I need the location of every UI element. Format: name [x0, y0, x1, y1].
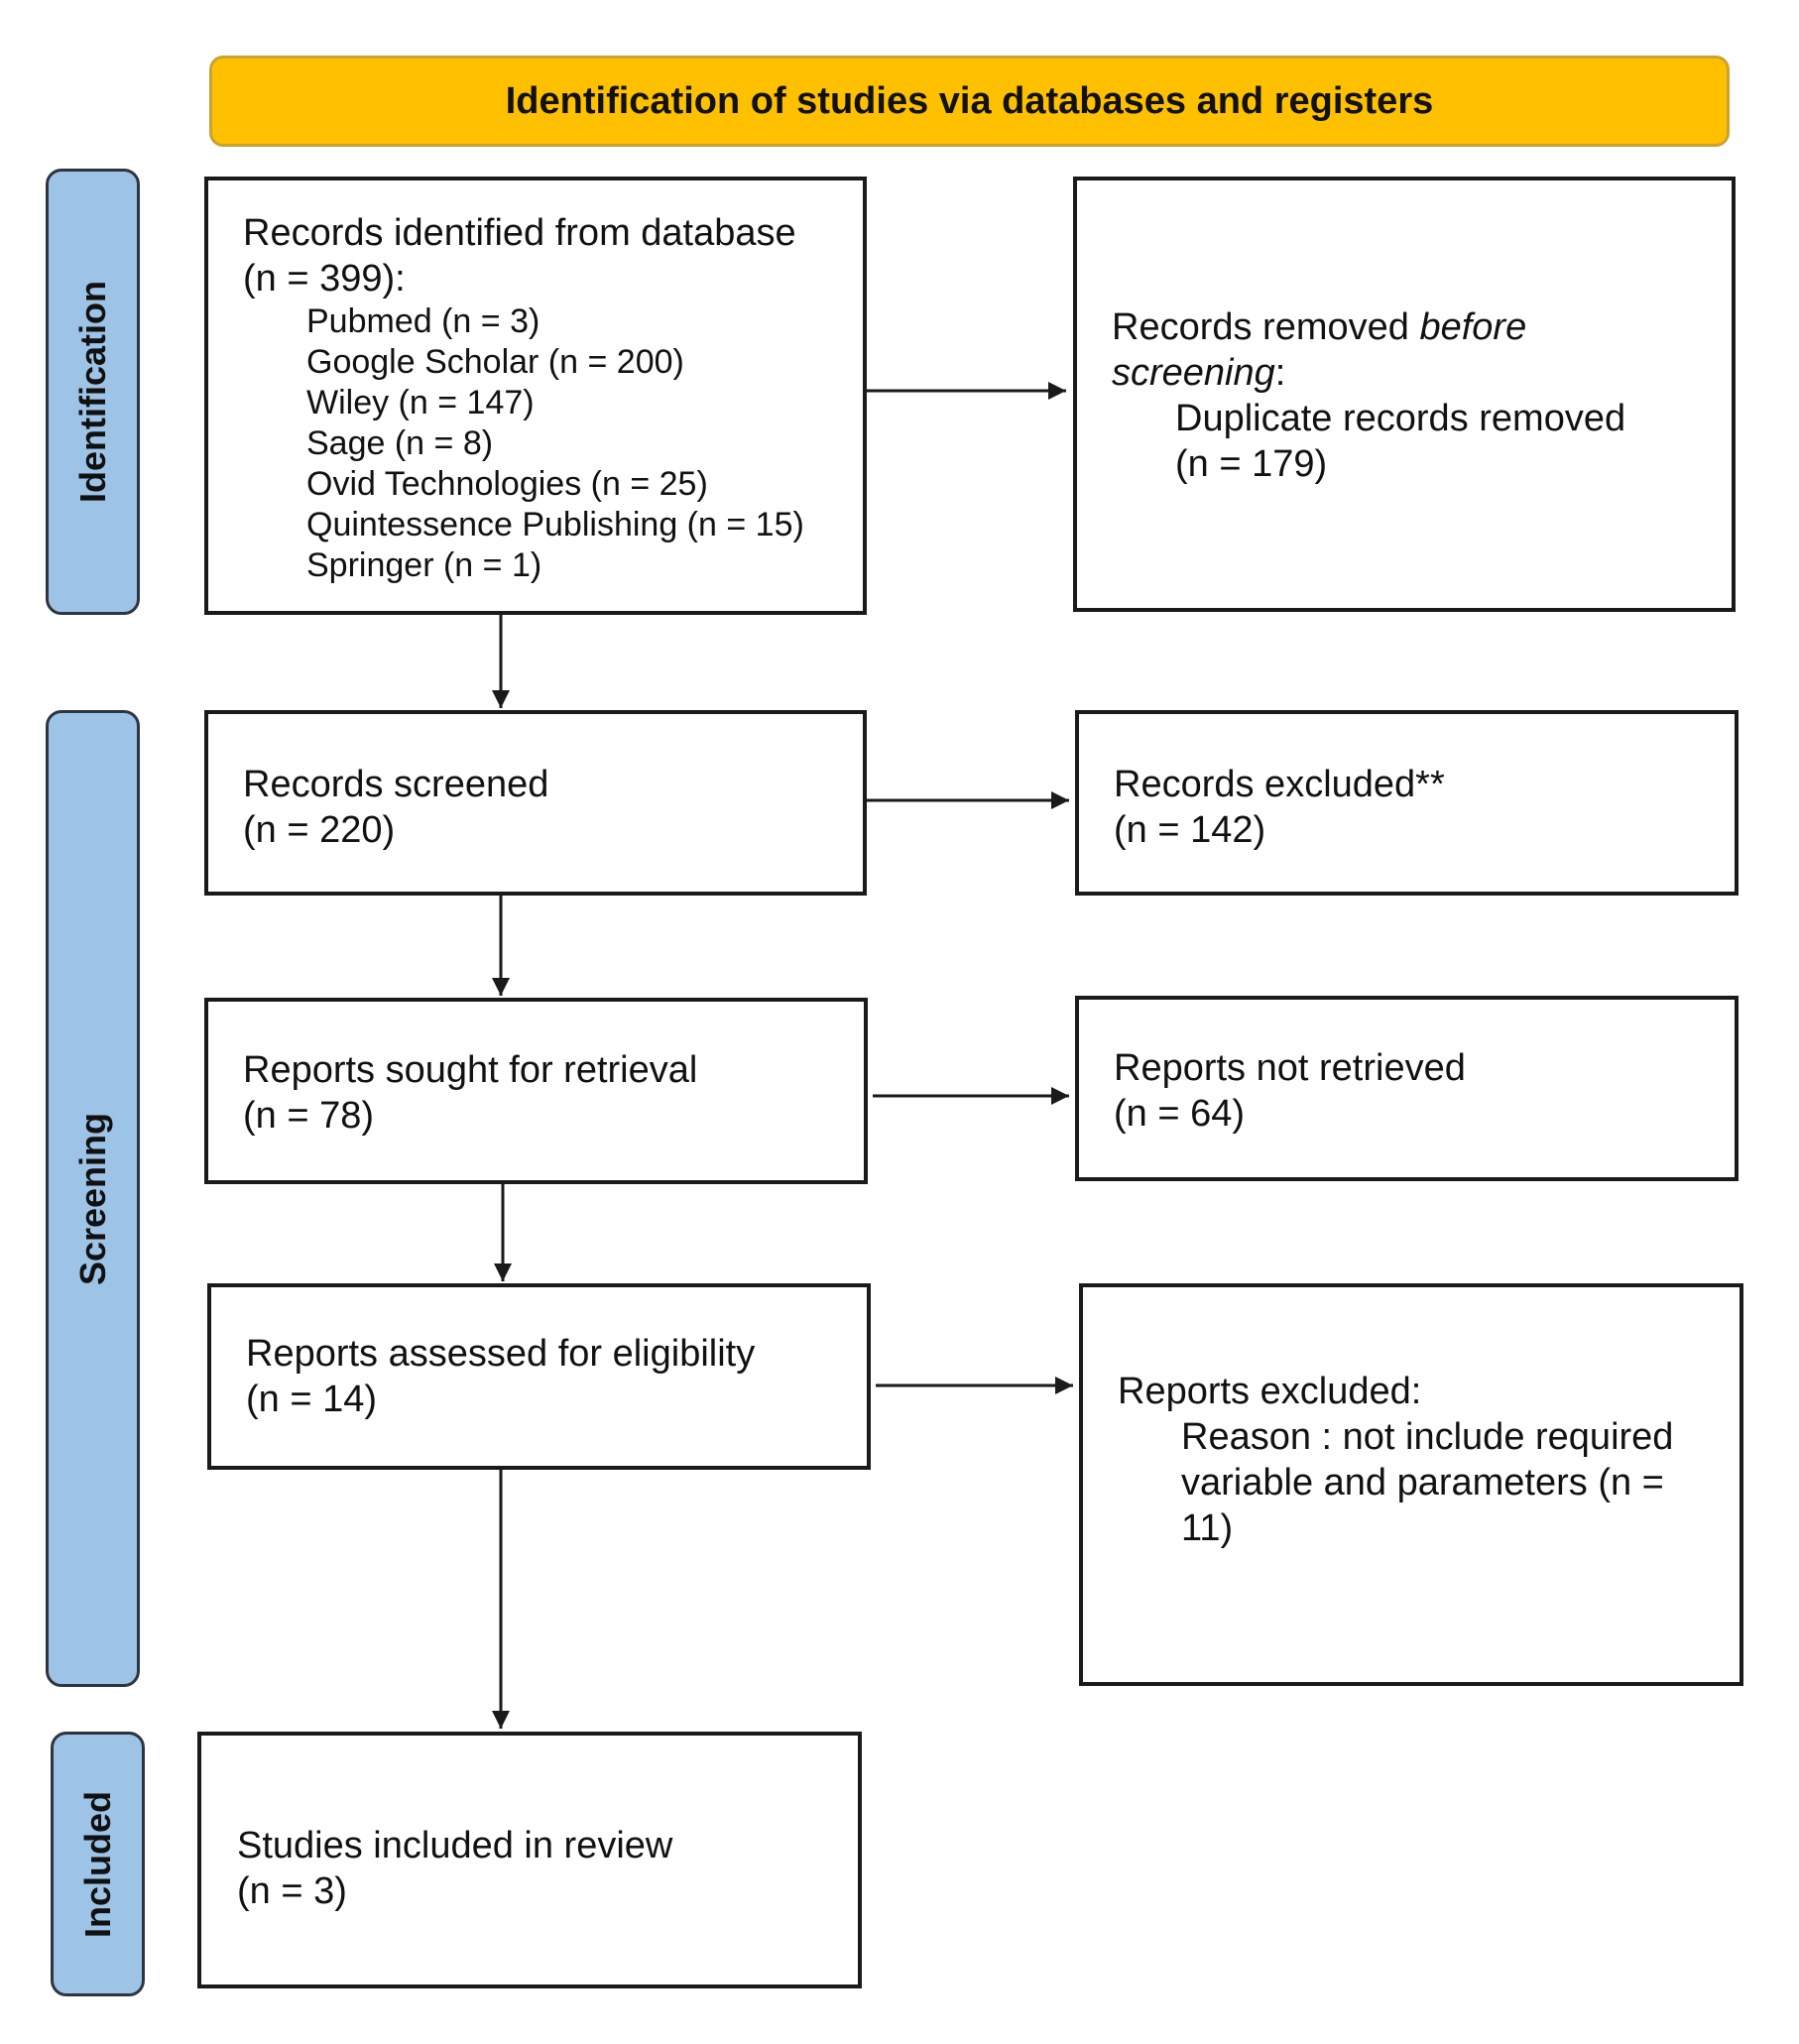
records-identified-box: Records identified from database (n = 39… — [204, 177, 867, 615]
reports-excluded-count: 11) — [1181, 1507, 1234, 1549]
studies-included-box: Studies included in review (n = 3) — [197, 1732, 862, 1988]
removed-detail: Duplicate records removed — [1175, 398, 1626, 439]
source-item: Wiley (n = 147) — [306, 384, 535, 421]
screened-count: (n = 220) — [243, 809, 396, 851]
reports-excluded-box: Reports excluded: Reason : not include r… — [1079, 1283, 1743, 1686]
source-item: Quintessence Publishing (n = 15) — [306, 506, 804, 543]
sought-label: Reports sought for retrieval — [243, 1049, 698, 1091]
records-removed-box: Records removed before screening: Duplic… — [1073, 177, 1736, 612]
phase-identification: Identification — [46, 169, 140, 615]
excluded-count: (n = 142) — [1114, 809, 1266, 851]
phase-included: Included — [51, 1732, 145, 1996]
reports-excluded-reason: Reason : not include required — [1181, 1416, 1674, 1458]
source-item: Pubmed (n = 3) — [306, 302, 540, 340]
reports-excluded-label: Reports excluded: — [1118, 1371, 1422, 1412]
assessed-label: Reports assessed for eligibility — [246, 1333, 756, 1375]
removed-title: Records removed before — [1112, 306, 1527, 348]
reports-sought-box: Reports sought for retrieval (n = 78) — [204, 998, 868, 1184]
identified-title: Records identified from database — [243, 212, 796, 254]
records-excluded-box: Records excluded** (n = 142) — [1075, 710, 1739, 896]
reports-not-retrieved-box: Reports not retrieved (n = 64) — [1075, 996, 1739, 1181]
identified-total: (n = 399): — [243, 258, 406, 300]
sought-count: (n = 78) — [243, 1095, 375, 1137]
removed-title-cont: screening: — [1112, 352, 1286, 394]
reports-excluded-reason-cont: variable and parameters (n = — [1181, 1462, 1664, 1503]
source-item: Google Scholar (n = 200) — [306, 343, 684, 381]
excluded-label: Records excluded** — [1114, 764, 1445, 805]
source-item: Sage (n = 8) — [306, 424, 494, 462]
reports-assessed-box: Reports assessed for eligibility (n = 14… — [207, 1283, 871, 1470]
phase-screening: Screening — [46, 710, 140, 1687]
removed-count: (n = 179) — [1175, 443, 1328, 485]
source-item: Springer (n = 1) — [306, 546, 542, 584]
included-label: Studies included in review — [237, 1825, 673, 1866]
not-retrieved-label: Reports not retrieved — [1114, 1047, 1466, 1089]
assessed-count: (n = 14) — [246, 1379, 378, 1420]
included-count: (n = 3) — [237, 1870, 347, 1912]
source-list: Pubmed (n = 3) Google Scholar (n = 200) … — [243, 301, 804, 586]
source-item: Ovid Technologies (n = 25) — [306, 465, 708, 503]
header-title: Identification of studies via databases … — [505, 79, 1434, 122]
screened-label: Records screened — [243, 764, 549, 805]
header-banner: Identification of studies via databases … — [209, 56, 1730, 147]
not-retrieved-count: (n = 64) — [1114, 1093, 1246, 1135]
records-screened-box: Records screened (n = 220) — [204, 710, 867, 896]
